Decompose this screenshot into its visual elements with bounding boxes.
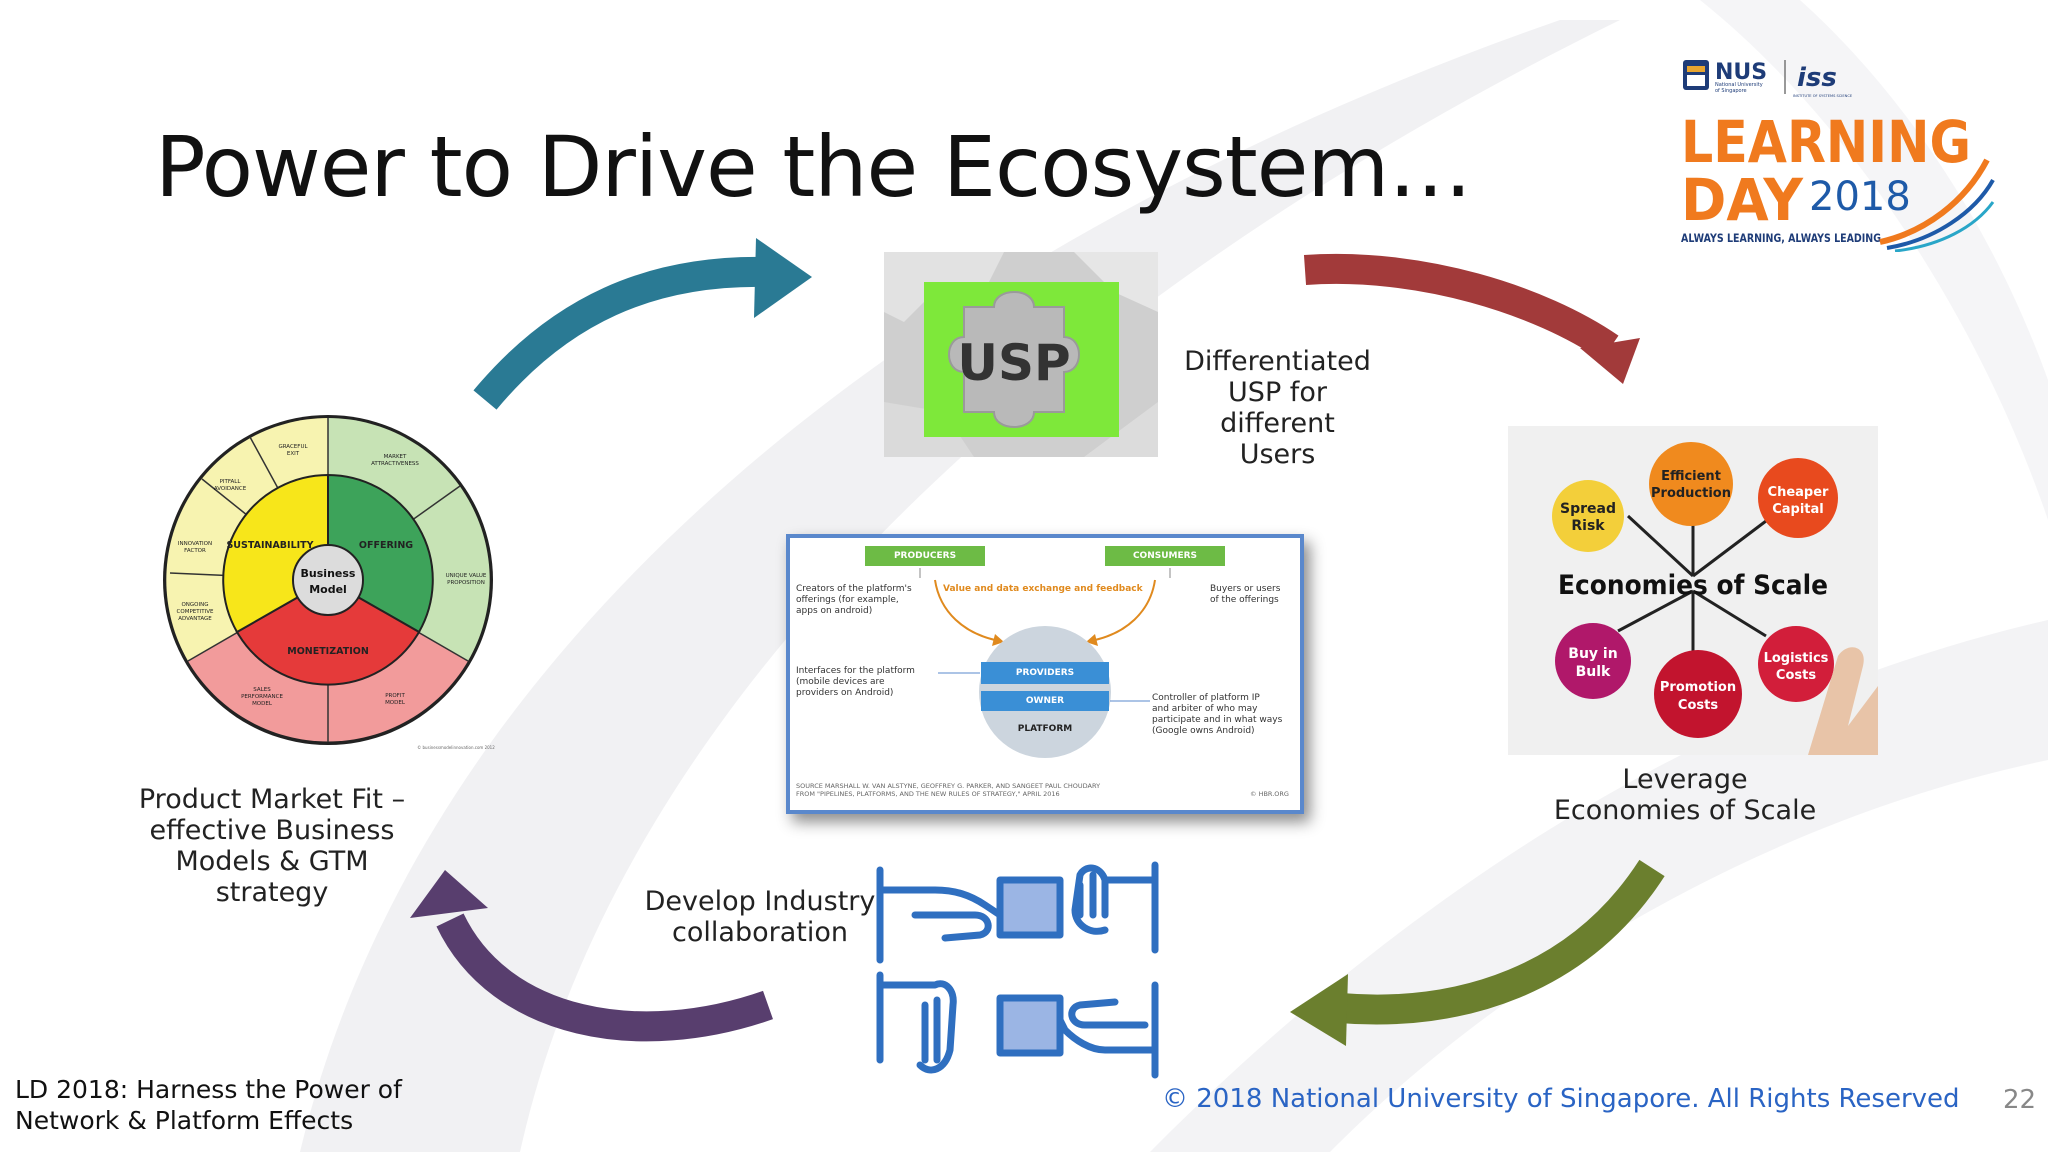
svg-text:ONGOING: ONGOING [181,602,208,608]
svg-text:ADVANTAGE: ADVANTAGE [178,616,212,622]
business-model-wheel: Business Model SUSTAINABILITY OFFERING M… [163,415,495,750]
logo-swoosh-blue [1886,179,1995,250]
svg-text:Business: Business [301,567,356,580]
svg-text:PROPOSITION: PROPOSITION [447,580,485,586]
svg-text:Promotion: Promotion [1660,680,1736,695]
creators-note: Creators of the platform's offerings (fo… [796,584,912,616]
svg-text:MONETIZATION: MONETIZATION [287,646,369,657]
svg-text:AVOIDANCE: AVOIDANCE [214,486,247,492]
svg-text:UNIQUE VALUE: UNIQUE VALUE [446,573,487,579]
logo-swoosh-orange [1879,158,1990,245]
eos-center-label: Economies of Scale [1558,570,1828,601]
svg-text:OFFERING: OFFERING [359,540,413,551]
svg-text:© businessmodelinnovation.com: © businessmodelinnovation.com 2012 [417,745,495,750]
page-number: 22 [2003,1085,2037,1115]
providers-box: PROVIDERS [981,662,1109,684]
exchange-label: Value and data exchange and feedback [943,584,1143,594]
learning-day-logo: NUS National University of Singapore iss… [1681,60,1995,252]
svg-text:Buy in: Buy in [1568,646,1617,662]
svg-text:SUSTAINABILITY: SUSTAINABILITY [226,540,313,551]
usp-label: USP [957,334,1070,392]
arrow-bottom-left [410,870,773,1042]
platform-diagram: PRODUCERS CONSUMERS Creators of the plat… [786,534,1304,814]
svg-text:MARKET: MARKET [384,454,407,460]
svg-text:GRACEFUL: GRACEFUL [278,444,308,450]
consumers-tag: CONSUMERS [1105,546,1225,566]
logo-day: DAY [1681,166,1804,234]
footer-left: LD 2018: Harness the Power of Network & … [15,1075,402,1135]
platform-source: SOURCE MARSHALL W. VAN ALSTYNE, GEOFFREY… [796,782,1101,798]
eos-caption: Leverage Economies of Scale [1553,764,1817,826]
svg-text:PROFIT: PROFIT [385,693,405,699]
pmf-caption: Product Market Fit – effective Business … [138,784,406,908]
usp-puzzle-image: USP [884,252,1158,457]
bubble-efficient-production [1649,442,1733,526]
wheel-center [292,544,364,616]
svg-text:INNOVATION: INNOVATION [178,541,212,547]
arrow-top-right [1303,253,1640,384]
svg-text:of Singapore: of Singapore [1715,88,1747,94]
svg-text:Cheaper: Cheaper [1768,485,1830,500]
logo-tagline: ALWAYS LEARNING, ALWAYS LEADING [1681,231,1881,245]
interfaces-note: Interfaces for the platform (mobile devi… [796,666,915,698]
svg-text:Capital: Capital [1772,502,1824,517]
buyers-note: Buyers or users of the offerings [1210,584,1281,605]
arrow-bottom-right [1290,859,1665,1046]
hbr-credit: © HBR.ORG [1250,790,1289,798]
bubble-cheaper-capital [1758,458,1838,538]
svg-text:EXIT: EXIT [287,451,300,457]
economies-of-scale-image: Spread Risk Efficient Production Cheaper… [1508,426,1878,755]
svg-text:Risk: Risk [1571,518,1605,534]
producers-tag: PRODUCERS [865,546,985,566]
bubble-spread-risk [1552,480,1624,552]
svg-text:SALES: SALES [253,687,271,693]
svg-text:Costs: Costs [1678,698,1718,713]
svg-text:INSTITUTE OF SYSTEMS SCIENCE: INSTITUTE OF SYSTEMS SCIENCE [1793,94,1853,98]
owner-box: OWNER [981,691,1109,711]
svg-text:Efficient: Efficient [1661,469,1721,484]
collab-caption: Develop Industry collaboration [644,886,876,948]
svg-text:Bulk: Bulk [1576,664,1611,680]
logo-year: 2018 [1809,174,1911,220]
svg-text:MODEL: MODEL [252,701,273,707]
svg-text:Costs: Costs [1776,668,1816,683]
copyright: © 2018 National University of Singapore.… [1162,1084,1960,1114]
svg-text:Spread: Spread [1560,501,1616,517]
arrow-top-left [473,238,812,410]
svg-text:MODEL: MODEL [385,700,406,706]
slide-title: Power to Drive the Ecosystem… [155,118,1472,216]
iss-wordmark: iss [1797,63,1837,93]
controller-note: Controller of platform IP and arbiter of… [1152,693,1283,736]
svg-text:ATTRACTIVENESS: ATTRACTIVENESS [371,461,419,467]
nus-wordmark: NUS [1715,60,1767,85]
svg-text:COMPETITIVE: COMPETITIVE [177,609,214,615]
svg-text:Logistics: Logistics [1764,651,1829,666]
bubble-promotion-costs [1654,650,1742,738]
collaboration-hands-icon [876,861,1159,1079]
bubble-buy-in-bulk [1555,623,1631,699]
hand-icon [1808,647,1878,755]
svg-text:National University: National University [1715,82,1763,88]
bubble-logistics-costs [1758,626,1834,702]
platform-label: PLATFORM [1017,724,1073,734]
svg-text:Model: Model [309,583,347,596]
svg-text:Production: Production [1651,486,1731,501]
usp-caption: Differentiated USP for different Users [1184,346,1371,470]
svg-text:FACTOR: FACTOR [184,548,206,554]
logo-learning: LEARNING [1681,108,1971,176]
svg-text:PITFALL: PITFALL [220,479,242,485]
svg-text:PERFORMANCE: PERFORMANCE [241,694,283,700]
